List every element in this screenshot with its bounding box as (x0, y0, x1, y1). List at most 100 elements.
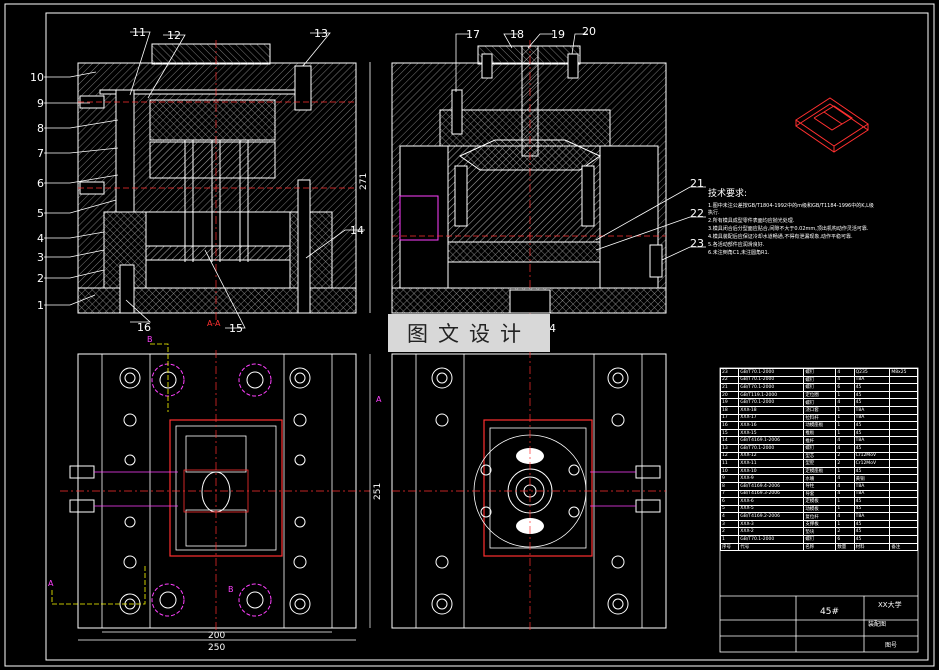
part-number-7: 7 (37, 147, 44, 160)
bom-cell: 4 (835, 398, 855, 407)
part-number-2: 2 (37, 272, 44, 285)
bom-cell: 4 (835, 443, 855, 453)
part-number-22: 22 (690, 207, 704, 220)
bom-cell (889, 436, 918, 445)
bom-cell: 备注 (889, 542, 918, 552)
bom-cell: 材料 (853, 542, 891, 552)
bom-cell: 6 (719, 497, 740, 506)
bom-cell: 序号 (719, 542, 740, 552)
bom-cell: GB/T70.1-2000 (738, 368, 805, 377)
plan-annotations: B A A B 200 250 251 (48, 335, 383, 653)
bottom-left-plan-view (51, 343, 371, 641)
note-line: 4.模具装配后应保证冷却水道畅通,不得有泄漏现象,动作平稳可靠. (708, 234, 853, 240)
bom-cell: 22 (719, 375, 740, 385)
bom-cell: 4 (719, 512, 740, 521)
bom-cell: 支撑板 (803, 519, 837, 529)
bom-cell (889, 405, 918, 415)
inner-border (45, 12, 929, 661)
bom-cell: 21 (719, 383, 740, 392)
watermark-banner: 图文设计 (388, 314, 550, 352)
part-number-4: 4 (37, 232, 44, 245)
bom-cell: XXX-6 (738, 497, 805, 506)
bom-cell: 导套 (803, 489, 837, 499)
right-part-numbers: 17 18 19 20 21 22 23 4 (466, 25, 704, 335)
bom-cell: T8A (853, 489, 891, 499)
bom-cell (889, 519, 918, 529)
title-drawing-no: 图号 (885, 642, 898, 649)
bom-cell: GB/T70.1-2000 (738, 398, 805, 407)
bom-cell: 1 (835, 466, 855, 476)
bom-cell: 14 (719, 436, 740, 445)
bom-cell: XXX-2 (738, 527, 805, 537)
bom-cell: 45 (853, 443, 891, 453)
bom-cell: 45 (853, 383, 891, 392)
bom-cell: 23 (719, 368, 740, 377)
bom-cell: 浇口套 (803, 405, 837, 415)
bom-cell: 45 (853, 497, 891, 506)
part-number-21: 21 (690, 177, 704, 190)
bom-cell: 动模板 (803, 504, 837, 514)
technical-requirements: 技术要求: 1.图中未注公差按GB/T1804-1992中的m级和GB/T118… (708, 186, 878, 258)
part-number-23: 23 (690, 237, 704, 250)
bom-cell (889, 497, 918, 506)
bom-cell: GB/T4169.3-2006 (738, 489, 805, 499)
bom-cell: M8x25 (889, 368, 918, 377)
bom-cell: Cr12MoV (853, 451, 891, 461)
part-number-16: 16 (137, 321, 151, 334)
bom-cell: 5 (719, 504, 740, 514)
bom-cell: 45 (853, 421, 891, 430)
bom-cell: XXX-15 (738, 428, 805, 438)
bom-cell: 螺钉 (803, 375, 837, 385)
dim-width-inner: 200 (208, 631, 225, 641)
bom-cell: 1 (835, 390, 855, 400)
bom-cell: 型芯 (803, 451, 837, 461)
bom-cell: T8A (853, 375, 891, 385)
bom-cell: 7 (719, 489, 740, 499)
bom-cell: 1 (835, 413, 855, 423)
bom-cell: 定位圈 (803, 390, 837, 400)
part-number-5: 5 (37, 207, 44, 220)
bom-cell: 2 (719, 527, 740, 537)
title-company: XX大学 (878, 601, 902, 609)
bom-cell (889, 443, 918, 453)
bom-cell (889, 535, 918, 544)
bom-cell: 1 (835, 519, 855, 529)
bom-cell: 18 (719, 405, 740, 415)
bom-cell: 2 (835, 459, 855, 468)
part-number-13: 13 (314, 27, 328, 40)
bom-cell: 推板 (803, 428, 837, 438)
bom-cell: XXX-9 (738, 474, 805, 483)
bom-cell: T8A (853, 405, 891, 415)
part-number-10: 10 (30, 71, 44, 84)
bom-cell: 4 (835, 489, 855, 499)
bom-cell: 45 (853, 535, 891, 544)
bom-cell (889, 459, 918, 468)
bom-cell: XXX-3 (738, 519, 805, 529)
bom-cell: GB/T70.1-2000 (738, 375, 805, 385)
bom-cell: 4 (835, 474, 855, 483)
view-mark-a-right: A (376, 395, 382, 404)
bom-cell: GB/T70.1-2000 (738, 383, 805, 392)
bom-cell: 黄铜 (853, 474, 891, 483)
part-number-14: 14 (350, 224, 364, 237)
part-number-15: 15 (229, 322, 243, 335)
bom-cell: 动模座板 (803, 421, 837, 430)
bom-cell: 拉料杆 (803, 413, 837, 423)
bom-cell (889, 451, 918, 461)
bom-cell: 推杆 (803, 436, 837, 445)
left-leaders (44, 31, 365, 329)
part-number-3: 3 (37, 251, 44, 264)
part-number-19: 19 (551, 28, 565, 41)
bom-cell: 导柱 (803, 481, 837, 491)
note-line: 1.图中未注公差按GB/T1804-1992中的m级和GB/T1184-1996… (708, 203, 874, 216)
bom-cell: 45 (853, 504, 891, 514)
bom-cell: XXX-11 (738, 459, 805, 468)
